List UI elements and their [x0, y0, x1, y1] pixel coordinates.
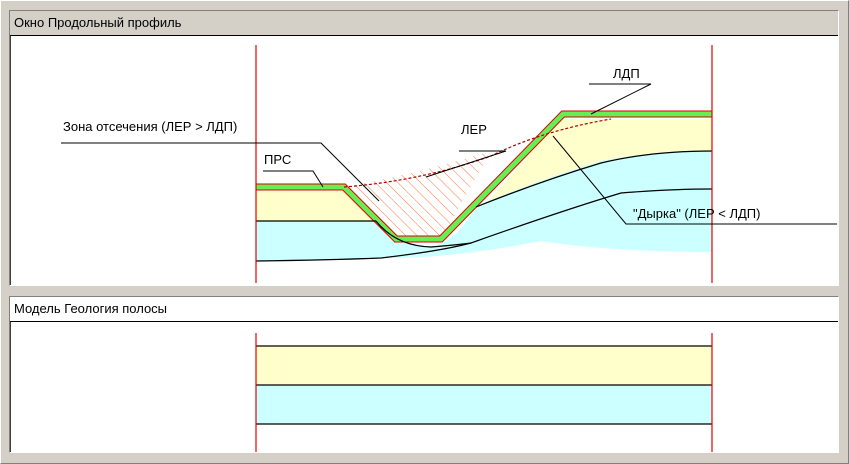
label-ler: ЛЕР [461, 122, 487, 137]
profile-panel-title: Окно Продольный профиль [10, 11, 838, 36]
yellow-layer [256, 191, 376, 221]
label-prs: ПРС [264, 152, 291, 167]
label-hole: "Дырка" (ЛЕР < ЛДП) [633, 206, 760, 221]
label-cut-zone: Зона отсечения (ЛЕР > ЛДП) [63, 119, 237, 134]
yellow-layer-mid [431, 151, 712, 246]
profile-diagram: ЛДП Зона отсечения (ЛЕР > ЛДП) ЛЕР ПРС "… [61, 45, 837, 283]
design-line-green-fill [256, 111, 712, 242]
geology-diagram [255, 333, 713, 452]
geology-panel-title: Модель Геология полосы [10, 297, 838, 322]
cut-zone-hatch [344, 151, 491, 239]
geology-panel: Модель Геология полосы [9, 296, 839, 453]
label-ldp: ЛДП [613, 66, 640, 81]
geology-cyan-layer [256, 385, 712, 424]
profile-panel: Окно Продольный профиль [9, 10, 839, 286]
geology-yellow-layer [256, 346, 712, 385]
